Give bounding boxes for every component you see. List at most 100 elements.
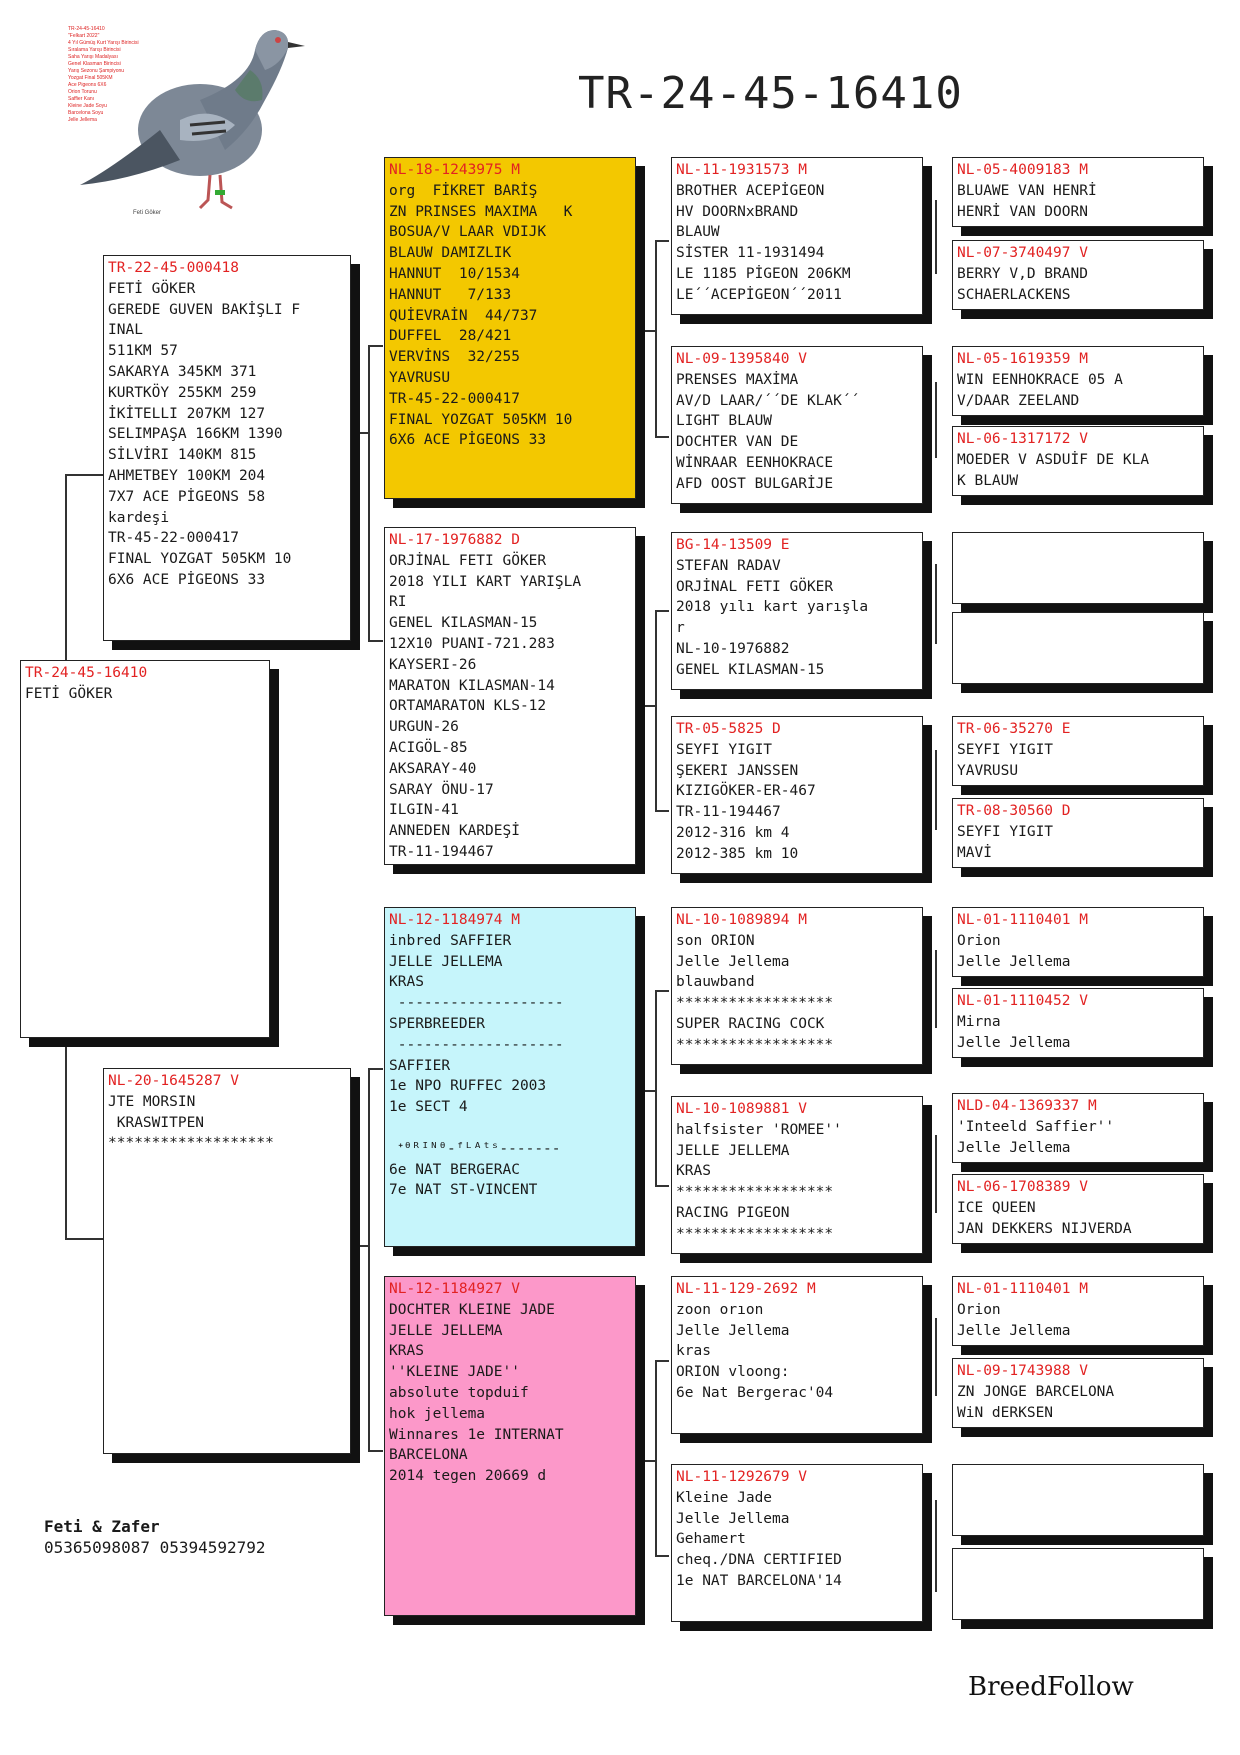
pigeon-card-g11[interactable]: NLD-04-1369337 M'Inteeld Saffier''Jelle … bbox=[952, 1093, 1204, 1163]
ring-number: NL-01-1110452 V bbox=[957, 993, 1088, 1009]
pigeon-info-line: SEYFI YIGIT bbox=[957, 741, 1054, 758]
pigeon-info-line: SPERBREEDER bbox=[389, 1015, 486, 1032]
pigeon-info-line: SİLVİRI 140KM 815 bbox=[108, 447, 257, 464]
pigeon-info-line: 1e NPO RUFFEC 2003 bbox=[389, 1078, 547, 1095]
connector bbox=[645, 1460, 657, 1462]
pigeon-info-line: ****************** bbox=[676, 1036, 834, 1053]
pigeon-info-line: ****************** bbox=[676, 1225, 834, 1242]
connector bbox=[368, 345, 370, 640]
pigeon-info-line: 2012-316 km 4 bbox=[676, 824, 790, 841]
pigeon-card-g6[interactable] bbox=[952, 612, 1204, 684]
pigeon-info-line: FETİ GÖKER bbox=[25, 685, 113, 702]
pigeon-info-line: V/DAAR ZEELAND bbox=[957, 392, 1080, 409]
pigeon-info-line: KRAS bbox=[676, 1163, 711, 1180]
pigeon-info-line: inbred SAFFIER bbox=[389, 932, 512, 949]
pigeon-info-line: JAN DEKKERS NIJVERDA bbox=[957, 1220, 1132, 1237]
pigeon-info-line: INAL bbox=[108, 322, 143, 339]
pigeon-info-line: MOEDER V ASDUİF DE KLA bbox=[957, 451, 1150, 468]
pigeon-card-g15[interactable] bbox=[952, 1464, 1204, 1536]
pigeon-info-line: AFD OOST BULGARİJE bbox=[676, 475, 834, 492]
connector bbox=[65, 1238, 105, 1240]
pigeon-info-line: AV/D LAAR/´´DE KLAK´´ bbox=[676, 392, 860, 409]
pigeon-info-line: ORJİNAL FETI GÖKER bbox=[676, 578, 834, 595]
pigeon-info-line: TR-45-22-000417 bbox=[108, 530, 239, 547]
ring-number: NL-12-1184927 V bbox=[389, 1281, 520, 1297]
pigeon-info-line: K BLAUW bbox=[957, 472, 1019, 489]
pigeon-info-line: YAVRUSU bbox=[957, 762, 1019, 779]
pigeon-info-line: SCHAERLACKENS bbox=[957, 286, 1071, 303]
pigeon-info-line: ZN JONGE BARCELONA bbox=[957, 1383, 1115, 1400]
pigeon-info-line: Kleine Jade bbox=[676, 1489, 773, 1506]
connector bbox=[645, 1090, 657, 1092]
connector bbox=[935, 1135, 937, 1213]
pigeon-info-line: 6X6 ACE PİGEONS 33 bbox=[389, 432, 547, 449]
pigeon-info-line: Orion bbox=[957, 932, 1001, 949]
ring-number: NL-09-1395840 V bbox=[676, 351, 807, 367]
pigeon-info-line: Mirna bbox=[957, 1013, 1001, 1030]
pigeon-card-g16[interactable] bbox=[952, 1548, 1204, 1620]
pigeon-info-line: WİNRAAR EENHOKRACE bbox=[676, 454, 834, 471]
connector bbox=[935, 564, 937, 644]
connector bbox=[655, 1360, 669, 1362]
pigeon-info-line: org FİKRET BARİŞ bbox=[389, 182, 538, 199]
pigeon-info-line: 6X6 ACE PİGEONS 33 bbox=[108, 571, 266, 588]
pigeon-info-line: 7e NAT ST-VINCENT bbox=[389, 1182, 538, 1199]
brand-logo: BreedFollow bbox=[968, 1672, 1134, 1702]
connector bbox=[368, 1068, 383, 1070]
pigeon-info-line: ------------------- bbox=[389, 995, 564, 1012]
pigeon-info-line: RI bbox=[389, 594, 407, 611]
connector bbox=[368, 1068, 370, 1450]
pigeon-info-line: Jelle Jellema bbox=[676, 1510, 790, 1527]
ring-number: NL-10-1089881 V bbox=[676, 1101, 807, 1117]
pigeon-info-line: 1e SECT 4 bbox=[389, 1099, 468, 1116]
connector bbox=[655, 1360, 657, 1555]
ring-number: NL-05-4009183 M bbox=[957, 162, 1088, 178]
connector bbox=[655, 436, 669, 438]
pigeon-info-line: 6e Nat Bergerac'04 bbox=[676, 1384, 834, 1401]
pigeon-info-line: KURTKÖY 255KM 259 bbox=[108, 384, 257, 401]
pigeon-info-line: JTE MORSIN bbox=[108, 1093, 196, 1110]
connector bbox=[655, 240, 669, 242]
ring-number: NL-11-1931573 M bbox=[676, 162, 807, 178]
pigeon-info-line: hok jellema bbox=[389, 1405, 486, 1422]
pigeon-info-line: STEFAN RADAV bbox=[676, 557, 781, 574]
pigeon-info-line: ILGIN-41 bbox=[389, 802, 459, 819]
pigeon-info-line: BARCELONA bbox=[389, 1447, 468, 1464]
pigeon-info-line: GENEL KILASMAN-15 bbox=[389, 615, 538, 632]
pigeon-info-line: 2018 yılı kart yarışla bbox=[676, 599, 869, 616]
pigeon-info-line: Orion bbox=[957, 1301, 1001, 1318]
ring-number: NL-20-1645287 V bbox=[108, 1073, 239, 1089]
connector bbox=[65, 1038, 67, 1238]
pigeon-info-line: blauwband bbox=[676, 974, 755, 991]
pigeon-card-g5[interactable] bbox=[952, 532, 1204, 604]
pigeon-info-line: NL-10-1976882 bbox=[676, 640, 790, 657]
pigeon-info-line: absolute topduif bbox=[389, 1384, 529, 1401]
pigeon-info-line: DOCHTER KLEINE JADE bbox=[389, 1301, 555, 1318]
